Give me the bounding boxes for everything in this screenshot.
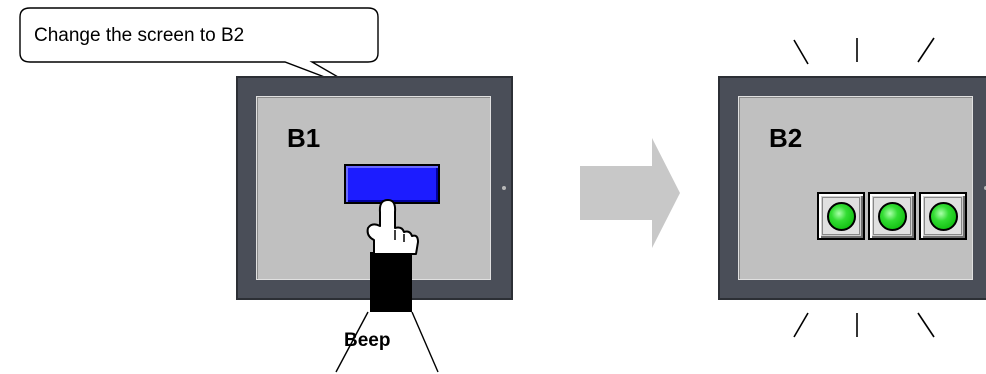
blue-touch-button[interactable] <box>344 164 440 204</box>
right-arrow-icon <box>580 138 680 248</box>
touch-panel-b2: B2 <box>718 76 986 300</box>
green-lamp-icon <box>826 201 856 231</box>
beep-text: Beep <box>344 330 391 351</box>
panel-indicator-dot <box>984 186 986 190</box>
green-lamp-3 <box>919 192 967 240</box>
screen-label-b1: B1 <box>287 123 321 153</box>
screen-b2: B2 <box>738 96 973 280</box>
green-lamp-1 <box>817 192 865 240</box>
lamp-row <box>817 192 967 240</box>
screen-label-b2: B2 <box>769 123 803 153</box>
green-lamp-icon <box>877 201 907 231</box>
callout-text: Change the screen to B2 <box>34 25 245 46</box>
panel-indicator-dot <box>502 186 506 190</box>
green-lamp-icon <box>928 201 958 231</box>
green-lamp-2 <box>868 192 916 240</box>
